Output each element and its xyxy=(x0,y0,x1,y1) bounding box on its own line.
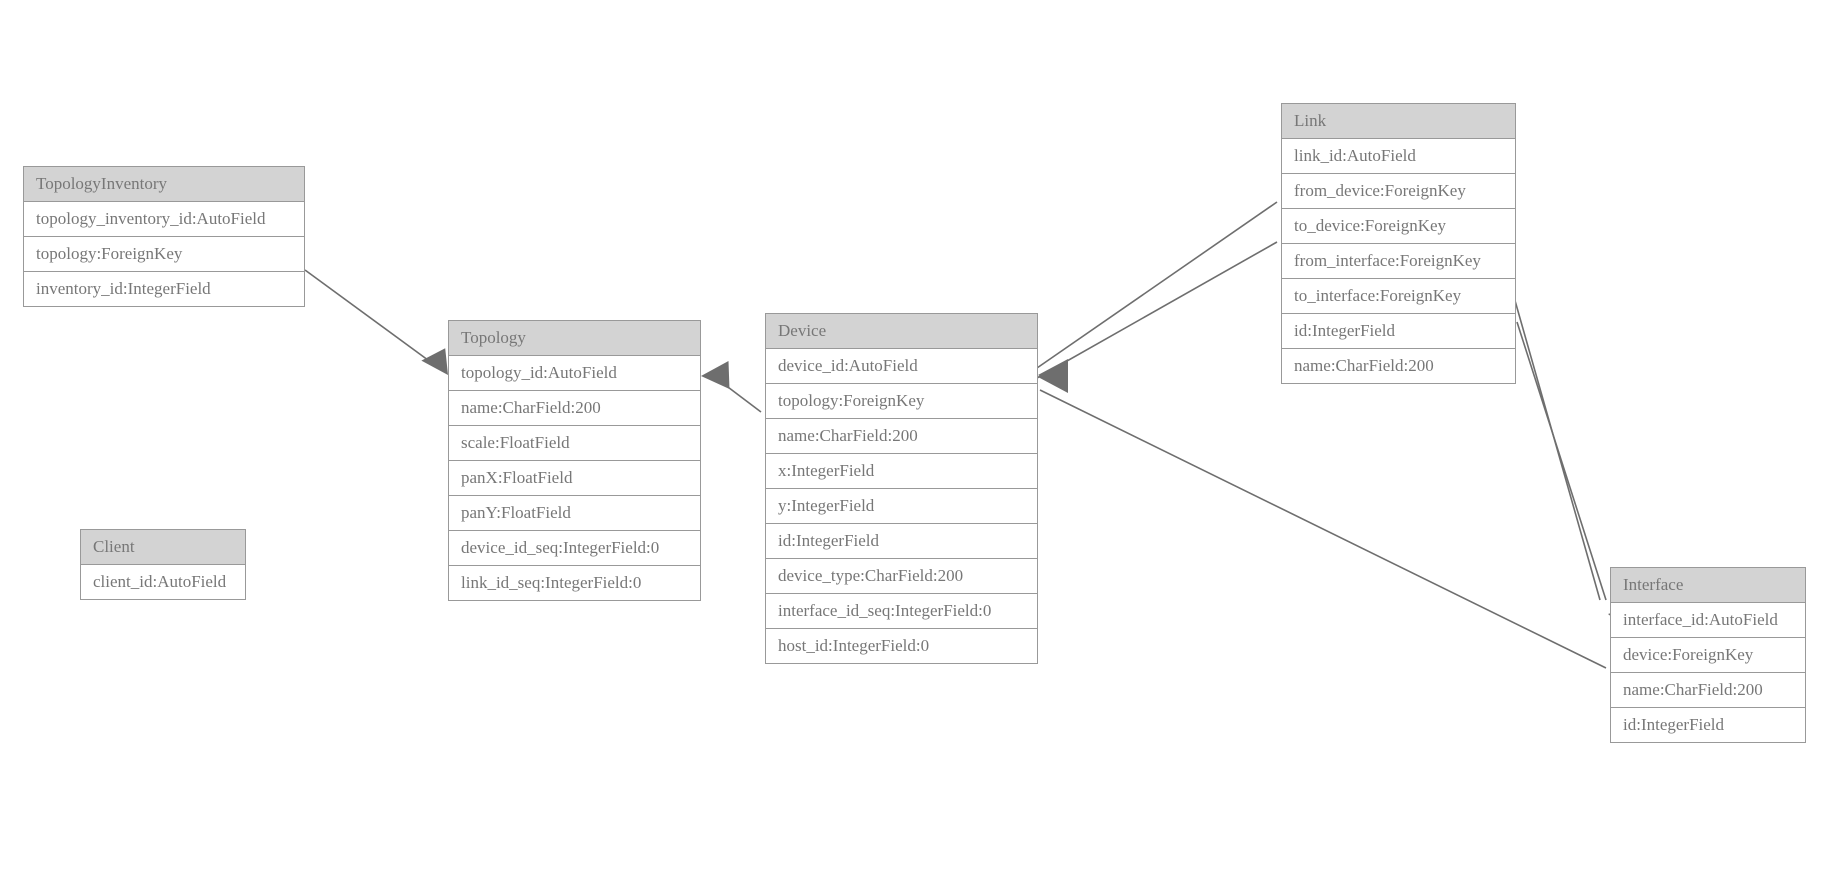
entity-field: device_type:CharField:200 xyxy=(766,559,1037,594)
entity-field: device_id:AutoField xyxy=(766,349,1037,384)
entity-field: name:CharField:200 xyxy=(1282,349,1515,383)
arrowhead-topology-from-device xyxy=(701,361,730,390)
entity-header-device: Device xyxy=(766,314,1037,349)
entity-field: client_id:AutoField xyxy=(81,565,245,599)
entity-field: to_device:ForeignKey xyxy=(1282,209,1515,244)
entity-field: device_id_seq:IntegerField:0 xyxy=(449,531,700,566)
entity-field: id:IntegerField xyxy=(1611,708,1805,742)
entity-header-topology: Topology xyxy=(449,321,700,356)
edge-topologyinventory-topology xyxy=(304,269,433,364)
entity-field: name:CharField:200 xyxy=(766,419,1037,454)
edge-link-from-device xyxy=(1036,201,1278,369)
entity-field: interface_id_seq:IntegerField:0 xyxy=(766,594,1037,629)
entity-field: device:ForeignKey xyxy=(1611,638,1805,673)
entity-header-interface: Interface xyxy=(1611,568,1805,603)
entity-field: id:IntegerField xyxy=(766,524,1037,559)
edge-interface-device xyxy=(1039,389,1607,669)
entity-field: name:CharField:200 xyxy=(449,391,700,426)
entity-field: to_interface:ForeignKey xyxy=(1282,279,1515,314)
entity-field: scale:FloatField xyxy=(449,426,700,461)
entity-field: name:CharField:200 xyxy=(1611,673,1805,708)
arrowhead-device-upper xyxy=(1038,359,1068,390)
entity-field: host_id:IntegerField:0 xyxy=(766,629,1037,663)
arrowhead-device-lower xyxy=(1038,362,1068,393)
edge-link-to-device xyxy=(1036,241,1278,379)
entity-field: link_id_seq:IntegerField:0 xyxy=(449,566,700,600)
entity-header-link: Link xyxy=(1282,104,1515,139)
entity-field: panX:FloatField xyxy=(449,461,700,496)
entity-field: topology:ForeignKey xyxy=(24,237,304,272)
entity-field: y:IntegerField xyxy=(766,489,1037,524)
entity-field: topology:ForeignKey xyxy=(766,384,1037,419)
entity-field: topology_inventory_id:AutoField xyxy=(24,202,304,237)
entity-header-topologyinventory: TopologyInventory xyxy=(24,167,304,202)
edge-link-from-interface xyxy=(1509,282,1601,601)
entity-field: from_device:ForeignKey xyxy=(1282,174,1515,209)
edge-link-to-interface xyxy=(1516,321,1607,601)
entity-field: interface_id:AutoField xyxy=(1611,603,1805,638)
entity-field: from_interface:ForeignKey xyxy=(1282,244,1515,279)
entity-header-client: Client xyxy=(81,530,245,565)
entity-field: topology_id:AutoField xyxy=(449,356,700,391)
edge-device-topology xyxy=(711,374,762,413)
entity-field: x:IntegerField xyxy=(766,454,1037,489)
entity-field: panY:FloatField xyxy=(449,496,700,531)
entity-field: id:IntegerField xyxy=(1282,314,1515,349)
entity-field: link_id:AutoField xyxy=(1282,139,1515,174)
entity-field: inventory_id:IntegerField xyxy=(24,272,304,306)
